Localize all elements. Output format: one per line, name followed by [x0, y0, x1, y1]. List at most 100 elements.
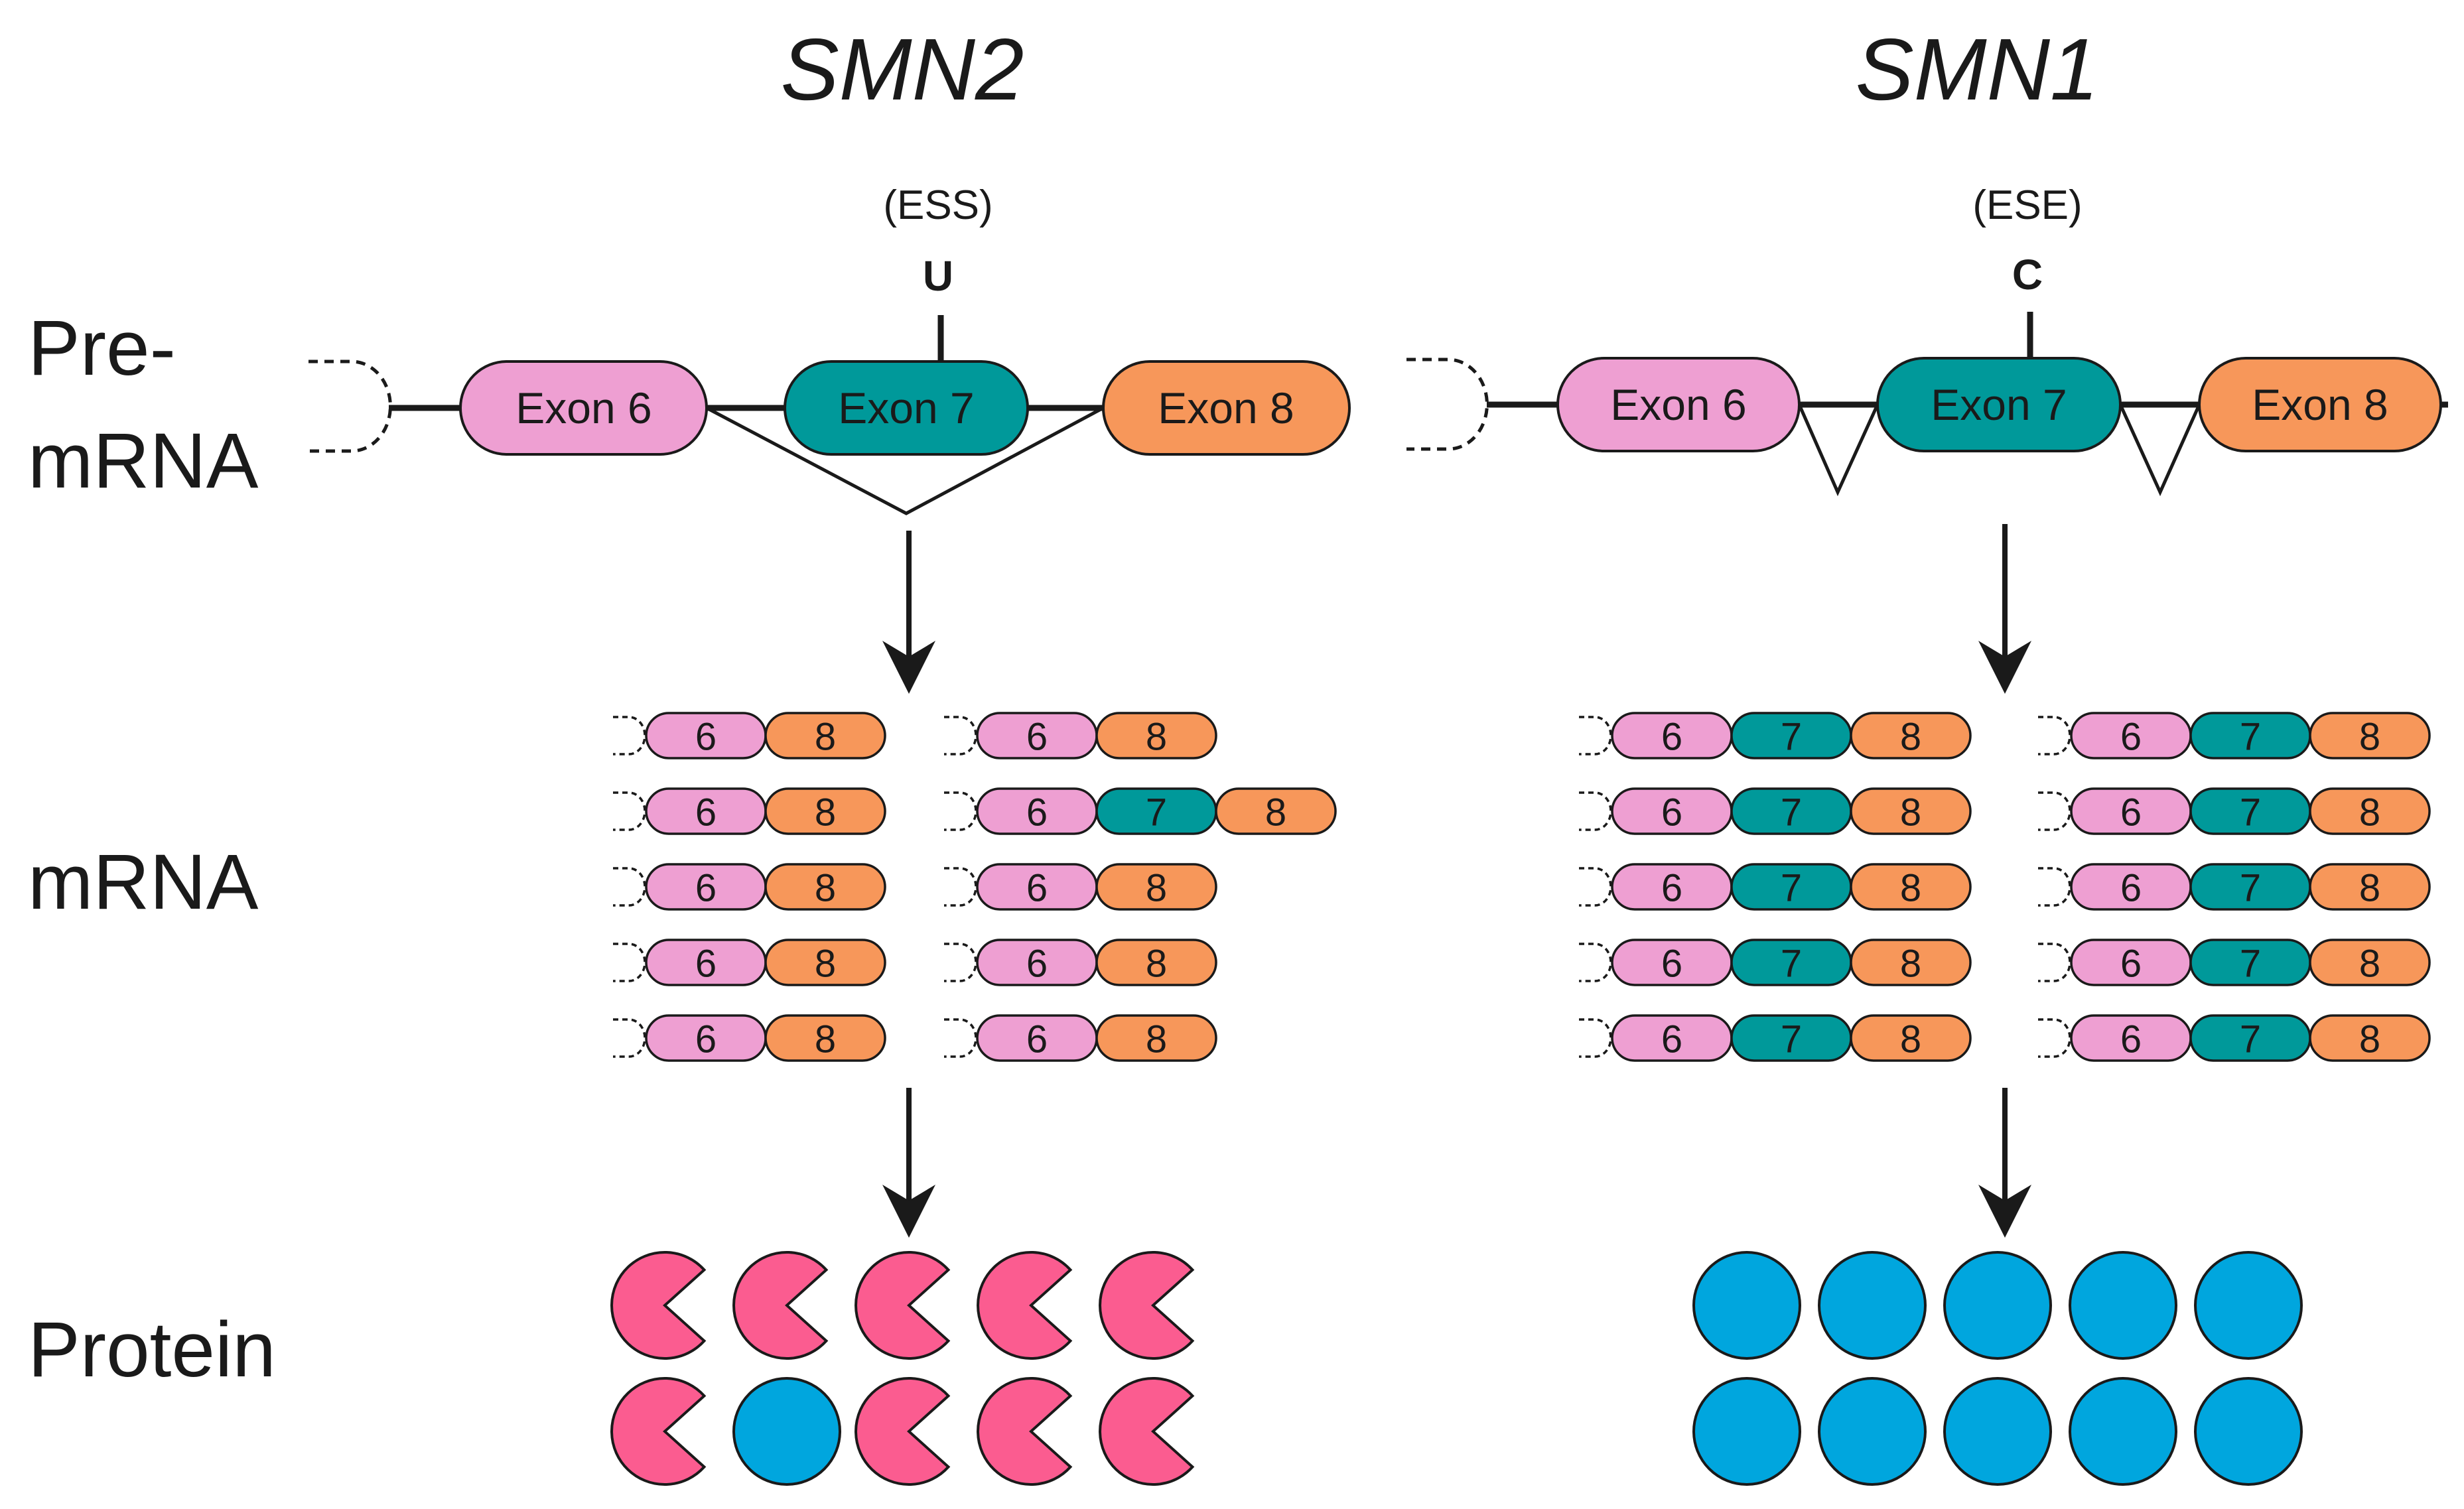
smn1-pre-mrna-upstream: [1406, 358, 1489, 451]
mrna-exon-label: 6: [1661, 867, 1682, 910]
mrna-cap: [613, 791, 646, 831]
smn2-exon8-label: Exon 8: [1158, 383, 1294, 432]
mrna-exon-label: 8: [815, 716, 836, 759]
protein-full-length: [1943, 1251, 2052, 1360]
protein-full-length: [1943, 1377, 2052, 1486]
mrna-exon-label: 7: [1781, 943, 1802, 986]
mrna-cap: [613, 1018, 646, 1058]
mrna-exon-label: 8: [1900, 867, 1921, 910]
mrna-exon-label: 8: [1146, 867, 1167, 910]
protein-truncated: [977, 1251, 1073, 1360]
mrna-exon-label: 6: [2120, 1018, 2142, 1061]
mrna-exon-label: 6: [695, 791, 717, 834]
mrna-cap: [1579, 943, 1612, 982]
mrna-cap: [1579, 791, 1612, 831]
protein-truncated: [610, 1377, 707, 1486]
mrna-exon-label: 8: [1900, 943, 1921, 986]
mrna-exon-8: [1095, 863, 1217, 911]
mrna-cap: [2038, 943, 2071, 982]
smn2-nucleotide: U: [923, 252, 953, 300]
mrna-exon-8: [1850, 939, 1972, 986]
mrna-exon-label: 6: [695, 1018, 717, 1061]
smn2-exon7: [784, 360, 1029, 456]
protein-truncated: [855, 1377, 951, 1486]
mrna-exon-label: 6: [1661, 791, 1682, 834]
mrna-exon-label: 8: [1146, 1018, 1167, 1061]
mrna-exon-label: 7: [1781, 791, 1802, 834]
mrna-exon-label: 8: [815, 943, 836, 986]
smn2-exon7-label: Exon 7: [838, 383, 974, 432]
mrna-exon-label: 7: [2240, 943, 2261, 986]
mrna-cap: [944, 943, 977, 982]
mrna-cap: [1579, 716, 1612, 755]
smn1-intron-splice-2: [2118, 403, 2201, 497]
smn1-site-label: (ESE): [1972, 182, 2082, 228]
smn1-exon6-label: Exon 6: [1610, 380, 1746, 429]
mrna-exon-label: 8: [1900, 716, 1921, 759]
mrna-exon-8: [1095, 939, 1217, 986]
mrna-cap: [1579, 867, 1612, 907]
heading-smn1: SMN1: [1856, 21, 2099, 118]
mrna-exon-8: [1850, 787, 1972, 835]
mrna-exon-label: 8: [815, 1018, 836, 1061]
protein-truncated: [1099, 1377, 1195, 1486]
mrna-exon-label: 7: [1781, 1018, 1802, 1061]
mrna-exon-8: [2309, 939, 2431, 986]
mrna-exon-8: [764, 863, 886, 911]
mrna-exon-label: 8: [1900, 1018, 1921, 1061]
mrna-exon-label: 6: [1026, 1018, 1048, 1061]
mrna-exon-label: 8: [2359, 943, 2380, 986]
smn1-exon8: [2198, 357, 2442, 452]
mrna-exon-label: 7: [2240, 1018, 2261, 1061]
row-label-pre-mrna: mRNA: [28, 417, 259, 505]
protein-full-length: [1692, 1251, 1801, 1360]
heading-smn2: SMN2: [781, 21, 1024, 118]
mrna-exon-label: 6: [695, 867, 717, 910]
mrna-exon-label: 8: [815, 867, 836, 910]
mrna-cap: [944, 1018, 977, 1058]
mrna-exon-8: [1850, 1014, 1972, 1062]
mrna-exon-label: 7: [1781, 867, 1802, 910]
smn1-exon6: [1556, 357, 1801, 452]
mrna-exon-label: 6: [2120, 716, 2142, 759]
protein-truncated: [732, 1251, 829, 1360]
mrna-exon-label: 6: [1026, 791, 1048, 834]
mrna-exon-8: [2309, 787, 2431, 835]
mrna-exon-label: 6: [2120, 943, 2142, 986]
mrna-exon-label: 8: [2359, 716, 2380, 759]
mrna-exon-8: [1095, 1014, 1217, 1062]
mrna-exon-8: [1215, 787, 1337, 835]
row-label-pre: Pre-: [28, 304, 176, 392]
mrna-exon-8: [2309, 1014, 2431, 1062]
row-label-mrna: mRNA: [28, 838, 259, 926]
smn2-exon6: [459, 360, 708, 456]
mrna-exon-label: 8: [1900, 791, 1921, 834]
row-label-protein: Protein: [28, 1306, 276, 1394]
mrna-cap: [944, 716, 977, 755]
smn1-nucleotide: C: [2012, 251, 2043, 298]
mrna-exon-8: [764, 712, 886, 759]
mrna-exon-label: 6: [1661, 716, 1682, 759]
mrna-exon-label: 8: [2359, 1018, 2380, 1061]
mrna-transcript: 6 7 8: [1579, 863, 1972, 911]
smn1-exon7: [1876, 357, 2122, 452]
mrna-exon-label: 7: [1146, 791, 1167, 834]
mrna-exon-label: 6: [1026, 943, 1048, 986]
mrna-exon-label: 6: [695, 943, 717, 986]
mrna-exon-label: 7: [2240, 791, 2261, 834]
mrna-exon-8: [1850, 712, 1972, 759]
